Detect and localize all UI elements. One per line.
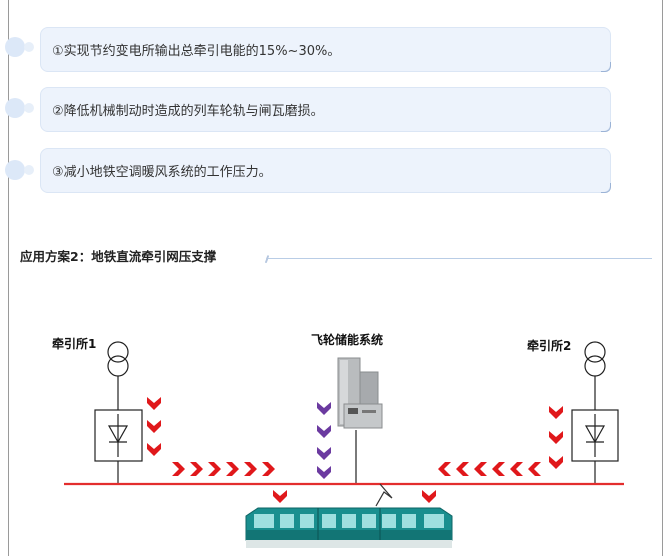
energy-flow-arrows-right [549,406,563,469]
benefit-text: ③减小地铁空调暖风系统的工作压力。 [52,165,272,180]
bullet-dot [24,165,34,175]
heading-underline [268,258,652,259]
benefit-text: ①实现节约变电所输出总牵引电能的15%~30%。 [52,44,341,59]
substation-right-label: 牵引所2 [527,339,572,353]
bullet-dot [24,42,34,52]
benefit-item-1: ①实现节约变电所输出总牵引电能的15%~30%。 [40,27,611,72]
frame-left-border [8,0,9,556]
rectifier-icon [571,409,619,484]
flywheel-flow-arrows [317,402,331,479]
rail-flow-arrows-left [438,462,541,476]
train-feed-arrows [273,490,436,503]
flywheel-system-label: 飞轮储能系统 [311,333,384,347]
frame-right-border [662,0,663,556]
bullet-dot [24,103,34,113]
flywheel-unit-icon [337,357,383,484]
rectifier-icon [94,409,143,484]
benefit-item-3: ③减小地铁空调暖风系统的工作压力。 [40,148,611,193]
train-icon [245,507,453,548]
bullet-dot [5,37,25,57]
section-title: 应用方案2：地铁直流牵引网压支撑 [20,249,217,264]
transformer-icon [584,341,606,410]
transformer-icon [107,341,129,410]
bullet-dot [5,160,25,180]
benefit-item-2: ②降低机械制动时造成的列车轮轨与闸瓦磨损。 [40,87,611,132]
benefit-text: ②降低机械制动时造成的列车轮轨与闸瓦磨损。 [52,104,324,119]
pantograph [375,483,393,507]
rail-flow-arrows-right [172,462,275,476]
bullet-dot [5,98,25,118]
energy-flow-arrows-left [147,397,161,456]
substation-left-label: 牵引所1 [52,337,97,351]
